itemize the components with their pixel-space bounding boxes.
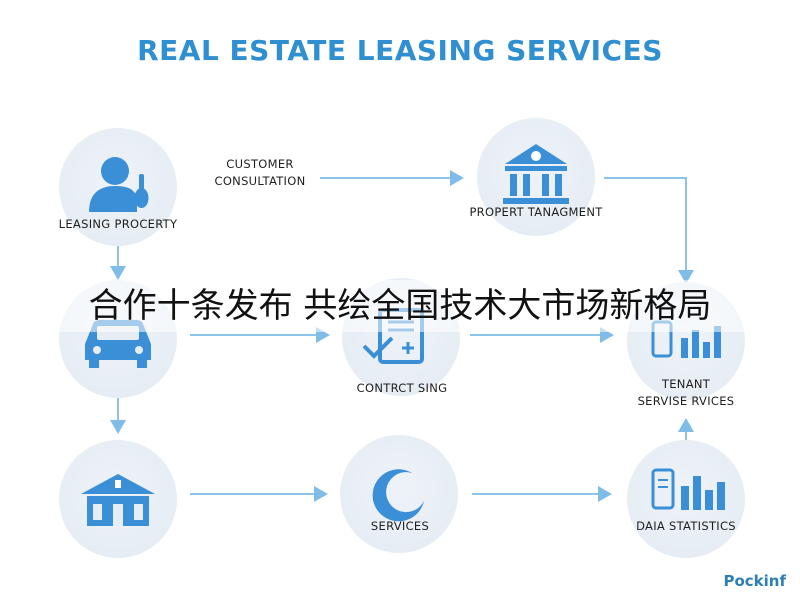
building-node	[59, 440, 177, 558]
arrow-management-to-tenant	[604, 177, 694, 284]
bank-icon	[503, 144, 569, 204]
property-management-node	[477, 118, 595, 236]
contract-signing-label: CONTRCT SING	[356, 381, 448, 395]
watermark-logo: Pockinf	[723, 572, 786, 590]
data-statistics-node	[627, 440, 745, 558]
property-management-label: PROPERT TANAGMENT	[469, 205, 603, 219]
leasing-property-label: LEASING PROCERTY	[58, 217, 178, 231]
customer-consultation-label: CUSTOMER CONSULTATION	[214, 157, 306, 188]
data-statistics-label: DAIA STATISTICS	[636, 519, 736, 533]
services-label: SERVICES	[370, 519, 430, 533]
page-title: REAL ESTATE LEASING SERVICES	[137, 34, 663, 67]
leasing-property-node	[59, 128, 177, 246]
phone-chart-icon	[651, 468, 725, 510]
overlay-caption: 合作十条发布 共绘全国技术大市场新格局	[0, 280, 800, 332]
building-icon	[81, 474, 155, 526]
tenant-services-label: TENANT SERVISE RVICES	[637, 377, 735, 408]
services-node	[340, 435, 458, 553]
moon-icon	[372, 469, 424, 522]
person-icon	[89, 157, 149, 212]
